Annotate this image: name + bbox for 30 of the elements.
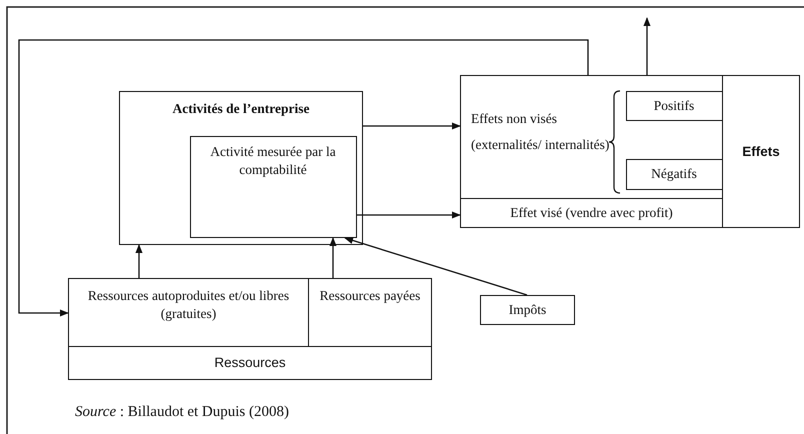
box-label: Effet visé (vendre avec profit): [509, 204, 674, 222]
text-box: [119, 91, 363, 245]
text-box: [460, 198, 723, 228]
text-box: [68, 346, 432, 380]
text-box: [190, 136, 356, 238]
arrow: [135, 244, 143, 278]
text-box: [722, 75, 800, 228]
arrow: [344, 236, 528, 296]
box-label: Effets: [741, 142, 781, 160]
arrow: [643, 17, 651, 75]
text-box: [308, 278, 432, 347]
arrow: [329, 237, 337, 278]
text-box: [68, 278, 309, 347]
text-box: [626, 90, 722, 120]
text-box: [626, 158, 722, 190]
box-label: Négatifs: [650, 164, 698, 183]
arrow: [363, 122, 461, 130]
box-label: Ressources: [213, 354, 287, 372]
arrow: [357, 211, 461, 219]
box-label: Activité mesurée par la comptabilité: [209, 142, 337, 179]
text-box: [460, 75, 723, 199]
source-caption: Source : Billaudot et Dupuis (2008): [75, 404, 290, 421]
box-label: Ressources payées: [318, 287, 422, 305]
box-label: Impôts: [508, 300, 548, 319]
box-label: Positifs: [652, 96, 696, 114]
text-box: [480, 295, 575, 325]
box-label: Ressources autoproduites et/ou libres (gratuites): [86, 287, 290, 324]
box-label: Effets non visés (externalités/ internalités): [471, 110, 610, 154]
arrow: [18, 39, 589, 317]
box-label: Activités de l’entreprise: [172, 100, 310, 118]
